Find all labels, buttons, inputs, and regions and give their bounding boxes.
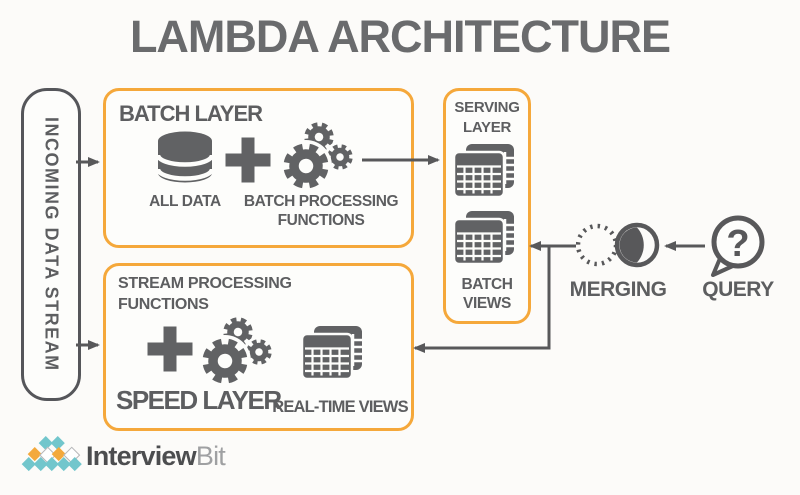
query-label: QUERY [702, 278, 774, 301]
merging-icon [576, 222, 660, 268]
plus-icon [225, 137, 271, 183]
brand-text-interview: Interview [86, 441, 197, 471]
stream-processing-functions-label: STREAM PROCESSING FUNCTIONS [118, 275, 292, 313]
speed-layer-box: STREAM PROCESSING FUNCTIONS [103, 263, 414, 431]
batch-views-table-icon [453, 211, 514, 266]
real-time-views-table-icon [301, 326, 362, 381]
batch-views-table-icon [453, 144, 514, 199]
incoming-data-stream-box: INCOMING DATA STREAM [21, 88, 81, 401]
serving-layer-box: SERVING LAYER [443, 88, 531, 324]
query-icon: ? [711, 215, 765, 277]
speed-layer-heading: SPEED LAYER [116, 385, 282, 415]
page-title: LAMBDA ARCHITECTURE [129, 11, 671, 62]
gears-icon [200, 317, 275, 387]
merging-label: MERGING [569, 278, 667, 301]
plus-icon [147, 326, 193, 372]
brand-text-bit: Bit [195, 441, 226, 471]
incoming-data-stream-label: INCOMING DATA STREAM [41, 117, 62, 372]
database-icon [155, 131, 215, 183]
batch-views-label: BATCH VIEWS [461, 276, 513, 313]
batch-layer-box: BATCH LAYER ALL DATA [103, 88, 414, 248]
question-mark-glyph: ? [726, 223, 749, 265]
gears-icon [281, 122, 356, 192]
batch-processing-functions-label: BATCH PROCESSING FUNCTIONS [243, 193, 399, 230]
interviewbit-wordmark: InterviewBit [86, 441, 226, 472]
serving-layer-heading: SERVING LAYER [454, 99, 520, 137]
real-time-views-label: REAL-TIME VIEWS [272, 398, 408, 416]
batch-layer-heading: BATCH LAYER [119, 101, 263, 126]
interviewbit-logo-mark [22, 436, 84, 475]
all-data-label: ALL DATA [149, 193, 221, 210]
